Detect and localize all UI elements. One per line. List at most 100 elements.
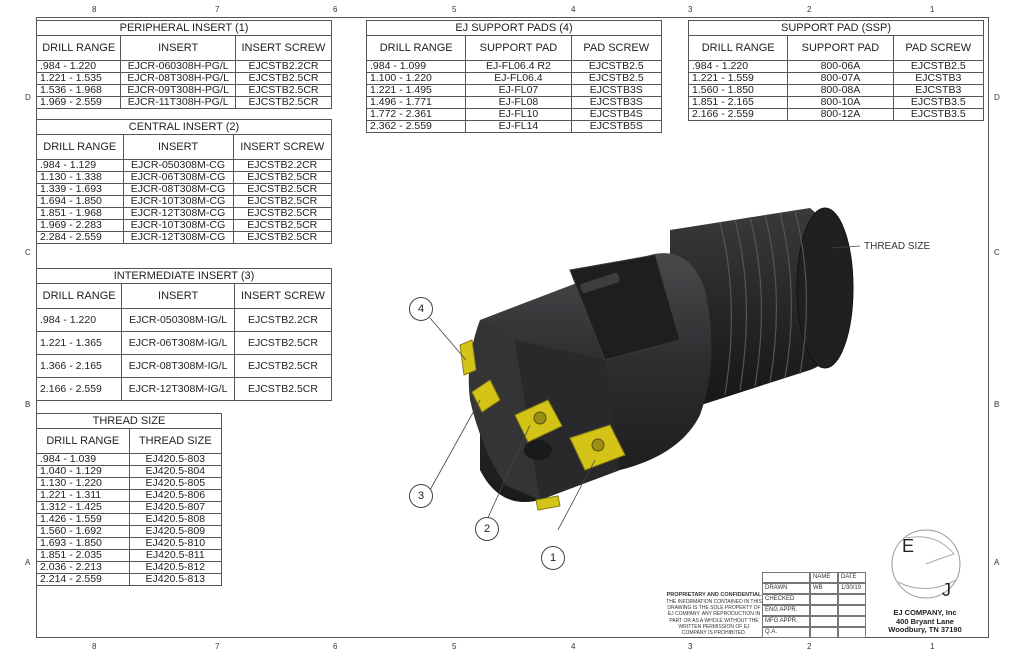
table-cell: EJ420.5-810 — [128, 537, 223, 550]
column-header: INSERT — [122, 134, 234, 160]
zone-label: 5 — [452, 5, 457, 14]
table-cell: .984 - 1.220 — [35, 308, 123, 332]
zone-label: 1 — [930, 642, 935, 651]
table-cell: EJCR-050308M-IG/L — [121, 308, 235, 332]
table-cell: 1.130 - 1.338 — [36, 171, 124, 184]
tb-row-name — [810, 594, 838, 605]
table-cell: EJ420.5-803 — [128, 453, 223, 466]
table-cell: EJ420.5-809 — [128, 525, 223, 538]
zone-label: 7 — [215, 642, 220, 651]
table-cell: 1.100 - 1.220 — [365, 72, 467, 85]
zone-label: 8 — [92, 642, 97, 651]
logo-letter-j: J — [942, 580, 951, 600]
column-header: THREAD SIZE — [128, 428, 223, 454]
drill-body — [468, 253, 712, 502]
table-cell: EJCSTB3.5 — [892, 96, 985, 109]
table-title: EJ SUPPORT PADS (4) — [366, 20, 662, 36]
table-cell: EJCR-10T308M-CG — [122, 219, 234, 232]
table-cell: EJ420.5-805 — [128, 477, 223, 490]
column-header: INSERT — [120, 35, 236, 61]
proprietary-text: THE INFORMATION CONTAINED IN THIS DRAWIN… — [666, 598, 762, 637]
table-cell: .984 - 1.129 — [36, 159, 124, 172]
table-cell: EJCSTB2.5CR — [232, 195, 332, 208]
zone-label: 4 — [571, 5, 576, 14]
table-cell: EJCSTB2.2CR — [233, 308, 333, 332]
table-cell: 1.851 - 2.165 — [687, 96, 789, 109]
table-cell: 1.772 - 2.361 — [365, 108, 467, 121]
table-cell: EJCR-11T308H-PG/L — [120, 96, 236, 109]
tb-row-date: 1/30/19 — [838, 583, 866, 594]
table-cell: 1.496 - 1.771 — [365, 96, 467, 109]
table-cell: EJCSTB2.5CR — [232, 231, 332, 244]
tb-row-name — [810, 627, 838, 638]
table-cell: EJCR-08T308H-PG/L — [120, 72, 236, 85]
table-cell: EJ420.5-811 — [128, 549, 223, 562]
tb-row-name — [810, 605, 838, 616]
zone-label: B — [994, 400, 1000, 409]
table-cell: 1.366 - 2.165 — [35, 354, 123, 378]
zone-label: 5 — [452, 642, 457, 651]
table-cell: 2.036 - 2.213 — [36, 561, 130, 574]
zone-label: C — [25, 248, 31, 257]
insert-intermediate — [459, 339, 477, 376]
table-cell: EJCR-050308M-CG — [122, 159, 234, 172]
table-cell: EJCR-12T308M-IG/L — [121, 377, 235, 401]
tb-row-name — [810, 616, 838, 627]
table-cell: EJCR-09T308H-PG/L — [120, 84, 236, 97]
leader-lines — [429, 245, 861, 530]
table-cell: 1.851 - 2.035 — [36, 549, 130, 562]
table-cell: 800-06A — [787, 60, 894, 73]
table-cell: EJCSTB3S — [570, 96, 663, 109]
column-header: SUPPORT PAD — [465, 35, 572, 61]
table-cell: 800-12A — [787, 108, 894, 121]
zone-label: 2 — [807, 642, 812, 651]
table-title: THREAD SIZE — [36, 413, 222, 429]
table-cell: 1.536 - 1.968 — [35, 84, 122, 97]
zone-label: 7 — [215, 5, 220, 14]
table-title: PERIPHERAL INSERT (1) — [36, 20, 332, 36]
table-cell: .984 - 1.039 — [36, 453, 130, 466]
proprietary-notice: PROPRIETARY AND CONFIDENTIAL THE INFORMA… — [666, 592, 762, 636]
table-cell: .984 - 1.099 — [365, 60, 467, 73]
table-cell: 1.560 - 1.850 — [687, 84, 789, 97]
table-cell: 1.221 - 1.535 — [35, 72, 122, 85]
table-cell: EJ-FL06.4 R2 — [465, 60, 572, 73]
column-header: PAD SCREW — [570, 35, 663, 61]
table-cell: EJCSTB2.5CR — [234, 96, 333, 109]
table-cell: 1.339 - 1.693 — [36, 183, 124, 196]
zone-label: C — [994, 248, 1000, 257]
table-cell: EJ420.5-806 — [128, 489, 223, 502]
table-cell: 800-07A — [787, 72, 894, 85]
column-header: DRILL RANGE — [35, 283, 123, 309]
table-cell: EJ-FL14 — [465, 120, 572, 133]
zone-label: 6 — [333, 5, 338, 14]
table-cell: EJ420.5-813 — [128, 573, 223, 586]
table-title: CENTRAL INSERT (2) — [36, 119, 332, 135]
table-cell: 1.130 - 1.220 — [36, 477, 130, 490]
tb-col-name: NAME — [810, 572, 838, 583]
table-cell: EJCR-10T308M-CG — [122, 195, 234, 208]
table-cell: EJCR-08T308M-IG/L — [121, 354, 235, 378]
tb-row-date — [838, 594, 866, 605]
company-logo — [891, 529, 961, 599]
table-cell: EJCSTB5S — [570, 120, 663, 133]
table-cell: EJ-FL08 — [465, 96, 572, 109]
zone-label: A — [994, 558, 1000, 567]
